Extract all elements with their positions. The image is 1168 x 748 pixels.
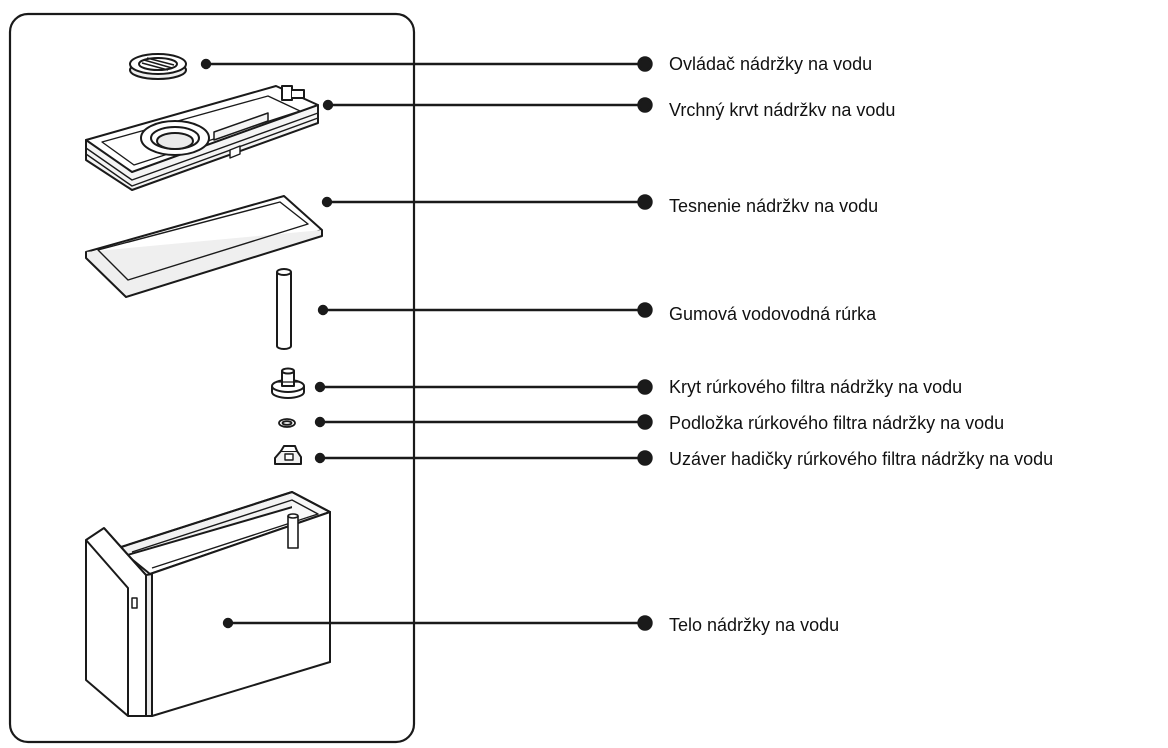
parts-panel-frame <box>8 12 416 744</box>
leader-line-hose-cap <box>314 450 653 466</box>
leader-line-tank-body <box>222 615 653 631</box>
filter-washer-icon <box>278 418 296 428</box>
leader-line-filter-washer <box>314 414 653 430</box>
label-filter-cover: Kryt rúrkového filtra nádržky na vodu <box>669 377 962 397</box>
label-rubber-tube: Gumová vodovodná rúrka <box>669 304 877 324</box>
hose-cap-icon <box>274 445 302 465</box>
leader-line-seal <box>321 194 653 210</box>
tank-top-cover-icon <box>85 85 319 191</box>
label-knob: Ovládač nádržky na vodu <box>669 54 872 74</box>
leader-line-filter-cover <box>314 379 653 395</box>
leader-line-rubber-tube <box>317 302 653 318</box>
label-seal: Tesnenie nádržkv na vodu <box>669 196 878 216</box>
label-filter-washer: Podložka rúrkového filtra nádržky na vod… <box>669 413 1004 433</box>
tank-seal-icon <box>85 195 323 298</box>
label-top-cover: Vrchný krvt nádržkv na vodu <box>669 100 895 120</box>
tank-body-icon <box>85 491 331 717</box>
leader-line-top-cover <box>322 97 653 113</box>
filter-cover-icon <box>271 367 305 399</box>
rubber-tube-icon <box>276 268 292 350</box>
label-hose-cap: Uzáver hadičky rúrkového filtra nádržky … <box>669 449 1053 469</box>
tank-knob-icon <box>129 53 187 80</box>
part-labels: Ovládač nádržky na vodu Vrchný krvt nádr… <box>669 54 1053 635</box>
label-tank-body: Telo nádržky na vodu <box>669 615 839 635</box>
leader-line-knob <box>200 56 653 72</box>
